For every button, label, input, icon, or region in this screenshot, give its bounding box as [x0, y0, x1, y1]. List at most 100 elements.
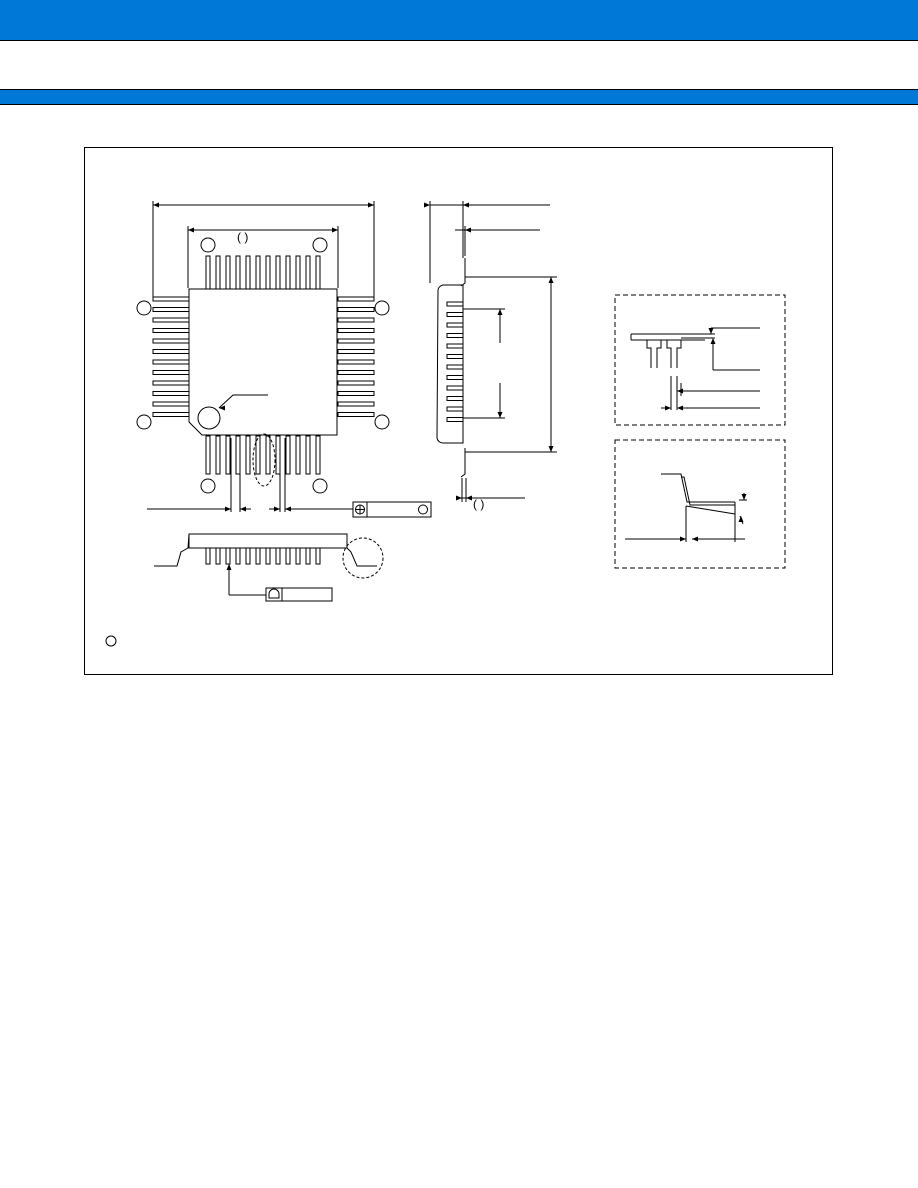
package-body: [188, 288, 338, 436]
pin1-index-mark: [197, 406, 221, 430]
top-lead: [275, 255, 281, 290]
bottom-lead: [215, 435, 221, 475]
arrowhead: [424, 202, 430, 208]
front-lead: [235, 547, 241, 565]
ref-circle-left-bottom: [136, 414, 152, 430]
front-lead: [245, 547, 251, 565]
top-lead: [245, 255, 251, 290]
right-lead: [337, 338, 375, 344]
header-band: [0, 0, 918, 41]
package-drawing: ( ) ( ): [105, 201, 786, 647]
arrowhead: [548, 446, 554, 452]
position-tolerance-frame: [352, 501, 432, 518]
ref-circle-bottom-right: [312, 478, 328, 494]
front-body: [188, 533, 348, 549]
right-lead: [337, 391, 375, 396]
arrowhead: [677, 405, 683, 411]
side-lead: [446, 343, 464, 349]
arrowhead: [665, 405, 671, 411]
front-lead: [265, 547, 271, 565]
bottom-lead: [225, 435, 231, 475]
front-lead: [285, 547, 291, 565]
side-lead: [446, 364, 464, 370]
bottom-lead: [285, 435, 291, 475]
front-lead: [205, 547, 211, 565]
front-lead: [295, 547, 301, 565]
ref-circle-bottom-left: [200, 478, 216, 494]
reference-paren-label: ( ): [473, 497, 484, 511]
arrowhead: [332, 227, 338, 233]
arrowhead: [463, 202, 469, 208]
side-lead: [446, 312, 464, 317]
top-lead: [255, 255, 261, 290]
left-lead: [152, 391, 190, 396]
profile-tolerance-frame: [265, 587, 333, 602]
arrowhead: [497, 309, 503, 315]
profile-tolerance-icon: [268, 588, 280, 599]
side-lead: [446, 406, 464, 412]
front-lead: [275, 547, 281, 565]
front-lead: [255, 547, 261, 565]
left-lead: [152, 412, 190, 417]
note-circle-marker: [105, 635, 117, 647]
section-band: [0, 89, 918, 105]
bottom-lead: [295, 435, 301, 475]
left-lead: [152, 328, 190, 333]
ref-circle-right-bottom: [374, 414, 390, 430]
top-lead: [225, 255, 231, 290]
arrowhead: [465, 227, 471, 233]
side-body: [436, 284, 464, 444]
top-view: ( ): [136, 201, 432, 518]
side-lead: [446, 354, 464, 359]
arrowhead: [285, 506, 291, 512]
right-lead: [337, 317, 375, 323]
angle-line: [685, 505, 736, 515]
bottom-lead: [265, 435, 271, 475]
reference-paren-label: ( ): [237, 230, 248, 244]
arrowhead: [680, 536, 686, 542]
detail-view-leads: [614, 294, 786, 426]
pin1-arrow: [219, 405, 225, 411]
front-lead: [315, 547, 321, 565]
small-circle-icon: [418, 504, 428, 515]
right-lead: [337, 370, 375, 375]
side-lead: [446, 417, 464, 422]
top-lead: [215, 255, 221, 290]
detail-view-lead-profile: [614, 439, 786, 569]
arrowhead: [692, 536, 698, 542]
top-lead: [205, 255, 211, 290]
right-lead: [337, 380, 375, 386]
annotations: [105, 635, 117, 647]
bottom-lead: [305, 435, 311, 475]
side-lead: [446, 333, 464, 338]
top-lead: [265, 255, 271, 290]
top-lead: [295, 255, 301, 290]
lead-section-right: [666, 340, 682, 368]
side-lead-top: [460, 258, 466, 287]
bottom-lead: [275, 435, 281, 475]
arrowhead: [274, 506, 280, 512]
arrowhead: [240, 506, 246, 512]
detail-frame-bottom: [614, 439, 786, 569]
bottom-lead: [235, 435, 241, 475]
top-lead: [315, 255, 321, 290]
package-outline-figure: ( ) ( ): [84, 147, 833, 675]
bottom-lead: [245, 435, 251, 475]
arrowhead: [368, 202, 374, 208]
arrowhead: [225, 506, 231, 512]
right-lead: [337, 328, 375, 333]
arrowhead: [710, 338, 716, 344]
front-lead: [215, 547, 221, 565]
front-view: [154, 533, 384, 602]
side-lead: [446, 396, 464, 401]
right-lead: [337, 349, 375, 354]
ref-circle-left-top: [136, 300, 152, 316]
right-lead: [337, 296, 375, 302]
lead-section-left: [646, 340, 662, 368]
detail-frame-top: [614, 294, 786, 426]
left-lead: [152, 370, 190, 375]
arrowhead: [226, 564, 232, 570]
arrowhead: [548, 277, 554, 283]
left-lead: [152, 401, 190, 407]
lead-profile-outer: [661, 473, 735, 503]
